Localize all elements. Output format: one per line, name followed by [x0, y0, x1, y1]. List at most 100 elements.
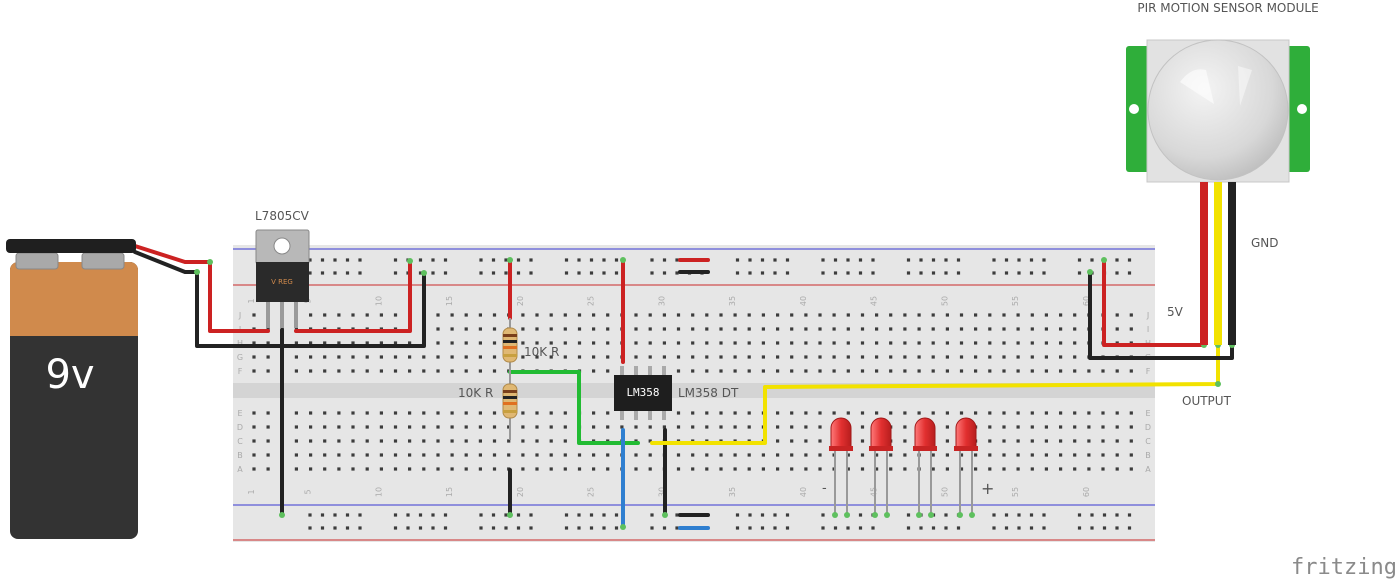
breadboard-hole	[1129, 467, 1133, 471]
breadboard-hole	[606, 313, 610, 317]
breadboard-hole	[422, 467, 426, 471]
rail-hole	[333, 526, 337, 530]
breadboard-hole	[860, 439, 865, 443]
breadboard-hole	[676, 411, 681, 415]
breadboard-hole	[577, 453, 582, 457]
breadboard-hole	[1087, 369, 1091, 373]
breadboard-hole	[974, 355, 978, 359]
rail-hole	[1017, 271, 1021, 275]
breadboard-hole	[648, 439, 652, 443]
breadboard-hole	[832, 411, 836, 415]
rail-hole	[906, 271, 911, 275]
breadboard-hole	[903, 467, 907, 471]
rail-hole	[308, 271, 312, 275]
column-number: 35	[728, 296, 737, 306]
rail-hole	[871, 258, 875, 262]
breadboard-hole	[860, 425, 865, 429]
breadboard-hole	[436, 425, 440, 429]
breadboard-hole	[1044, 313, 1048, 317]
rail-hole	[529, 258, 533, 262]
breadboard-hole	[521, 467, 525, 471]
rail-hole	[479, 513, 483, 517]
breadboard-hole	[365, 453, 369, 457]
rail-hole	[393, 258, 398, 262]
rail-hole	[919, 271, 923, 275]
rail-hole	[529, 271, 533, 275]
breadboard-hole	[1073, 355, 1077, 359]
breadboard-hole	[620, 425, 624, 429]
breadboard-hole	[959, 327, 964, 331]
breadboard-hole	[577, 355, 582, 359]
resistor-top: 10K R	[502, 318, 559, 372]
column-number: 50	[940, 487, 949, 497]
rail-hole	[931, 258, 936, 262]
breadboard-hole	[323, 355, 327, 359]
breadboard-hole	[549, 327, 553, 331]
breadboard-hole	[875, 467, 879, 471]
rail-hole	[589, 513, 594, 517]
led-rim	[869, 446, 893, 451]
breadboard-hole	[790, 313, 794, 317]
breadboard-hole	[535, 439, 539, 443]
rail-hole	[577, 271, 581, 275]
breadboard-hole	[790, 411, 794, 415]
breadboard-hole	[393, 313, 398, 317]
breadboard-hole	[875, 411, 879, 415]
breadboard-hole	[266, 369, 270, 373]
breadboard-hole	[464, 313, 468, 317]
rail-hole	[1017, 258, 1021, 262]
breadboard-hole	[535, 453, 539, 457]
breadboard-hole	[1087, 453, 1091, 457]
breadboard-hole	[478, 327, 482, 331]
breadboard-hole	[676, 425, 681, 429]
breadboard-hole	[478, 355, 482, 359]
breadboard-hole	[492, 369, 497, 373]
rail-hole	[1042, 513, 1046, 517]
rail-hole	[614, 258, 619, 262]
breadboard-hole	[464, 439, 468, 443]
rail-hole	[479, 526, 483, 530]
breadboard-hole	[733, 355, 737, 359]
rail-hole	[760, 526, 765, 530]
row-letter: F	[238, 367, 243, 376]
breadboard-hole	[818, 369, 822, 373]
wire-sensor-ground	[1088, 270, 1234, 360]
rail-hole	[919, 526, 923, 530]
breadboard-hole	[323, 411, 327, 415]
breadboard-hole	[309, 355, 313, 359]
resistor-label: 10K R	[458, 386, 493, 400]
breadboard-hole	[889, 467, 893, 471]
breadboard-hole	[252, 355, 256, 359]
breadboard-hole	[1002, 453, 1006, 457]
rail-hole	[516, 513, 521, 517]
breadboard-hole	[351, 341, 355, 345]
breadboard-hole	[436, 467, 440, 471]
breadboard-hole	[294, 453, 298, 457]
breadboard-hole	[606, 425, 610, 429]
sensor-dome	[1147, 39, 1289, 181]
breadboard-hole	[662, 355, 666, 359]
breadboard-hole	[309, 369, 313, 373]
row-letter: A	[237, 465, 243, 474]
breadboard-hole	[818, 439, 822, 443]
breadboard-hole	[1016, 425, 1020, 429]
breadboard-hole	[408, 355, 412, 359]
rail-hole	[748, 258, 752, 262]
breadboard-hole	[1101, 453, 1105, 457]
breadboard-hole	[917, 369, 921, 373]
breadboard-hole	[535, 327, 539, 331]
battery-top-band	[10, 262, 138, 336]
rail-hole	[529, 513, 533, 517]
rail-hole	[906, 513, 911, 517]
breadboard-hole	[393, 355, 398, 359]
breadboard-hole	[379, 411, 383, 415]
breadboard-hole	[478, 453, 482, 457]
breadboard-hole	[1059, 467, 1063, 471]
breadboard-hole	[379, 355, 383, 359]
rail-hole	[662, 271, 667, 275]
breadboard-hole	[804, 467, 808, 471]
column-number: 55	[1011, 487, 1020, 497]
breadboard-hole	[860, 453, 865, 457]
column-number: 60	[1082, 487, 1091, 497]
breadboard-hole	[875, 313, 879, 317]
